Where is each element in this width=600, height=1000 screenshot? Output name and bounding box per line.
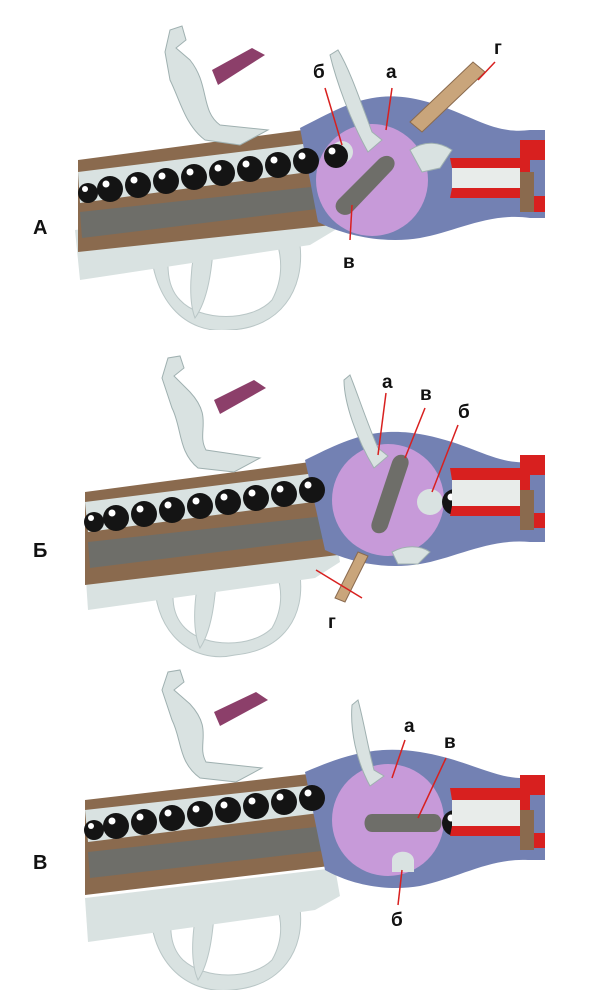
panel-b: Б а б в г bbox=[0, 330, 600, 660]
barrel-wood bbox=[520, 490, 534, 530]
callout-g: г bbox=[328, 612, 336, 633]
lower-frame bbox=[85, 868, 340, 942]
priming-cavity bbox=[392, 851, 414, 872]
pan-spring bbox=[409, 142, 453, 173]
panel-label: В bbox=[33, 852, 48, 874]
callout-v: в bbox=[444, 732, 456, 753]
panel-label: Б bbox=[33, 540, 48, 562]
rotor-channel bbox=[364, 814, 442, 832]
barrel-bore bbox=[452, 168, 520, 188]
ramrod bbox=[334, 551, 369, 603]
powder-channel bbox=[80, 186, 325, 238]
flint bbox=[214, 692, 268, 726]
barrel-bore bbox=[452, 800, 520, 826]
hammer bbox=[161, 355, 262, 473]
hammer bbox=[161, 669, 264, 783]
diagram-c bbox=[84, 669, 545, 990]
callout-b: б bbox=[458, 402, 470, 423]
diagram-a bbox=[75, 25, 545, 330]
flint bbox=[212, 48, 265, 85]
callout-b: б bbox=[313, 62, 325, 83]
powder-channel bbox=[88, 516, 330, 568]
barrel-wood bbox=[520, 172, 534, 212]
callout-v: в bbox=[420, 384, 432, 405]
magazine-balls bbox=[78, 144, 348, 203]
barrel-wood bbox=[520, 810, 534, 850]
panel-c: В а б в bbox=[0, 660, 600, 990]
barrel-bore bbox=[452, 480, 520, 506]
pan-spring bbox=[391, 546, 431, 565]
callout-a: а bbox=[404, 716, 415, 737]
callout-a: а bbox=[382, 372, 393, 393]
magazine-balls bbox=[84, 785, 325, 840]
frizzen bbox=[351, 699, 385, 787]
frizzen bbox=[343, 374, 389, 469]
callout-b: б bbox=[391, 910, 403, 931]
magazine-balls bbox=[84, 477, 325, 532]
rotor-channel bbox=[371, 454, 409, 534]
frizzen bbox=[329, 49, 383, 153]
callout-v: в bbox=[343, 252, 355, 273]
priming-cavity bbox=[417, 489, 443, 515]
powder-channel bbox=[88, 826, 330, 878]
diagram-b bbox=[84, 355, 545, 658]
flint bbox=[214, 380, 266, 414]
panel-label: А bbox=[33, 217, 48, 239]
callout-a: а bbox=[386, 62, 397, 83]
hammer bbox=[164, 25, 270, 146]
callout-g: г bbox=[494, 38, 502, 59]
panel-a: А а б в г bbox=[0, 0, 600, 330]
rotor-channel bbox=[335, 155, 395, 215]
